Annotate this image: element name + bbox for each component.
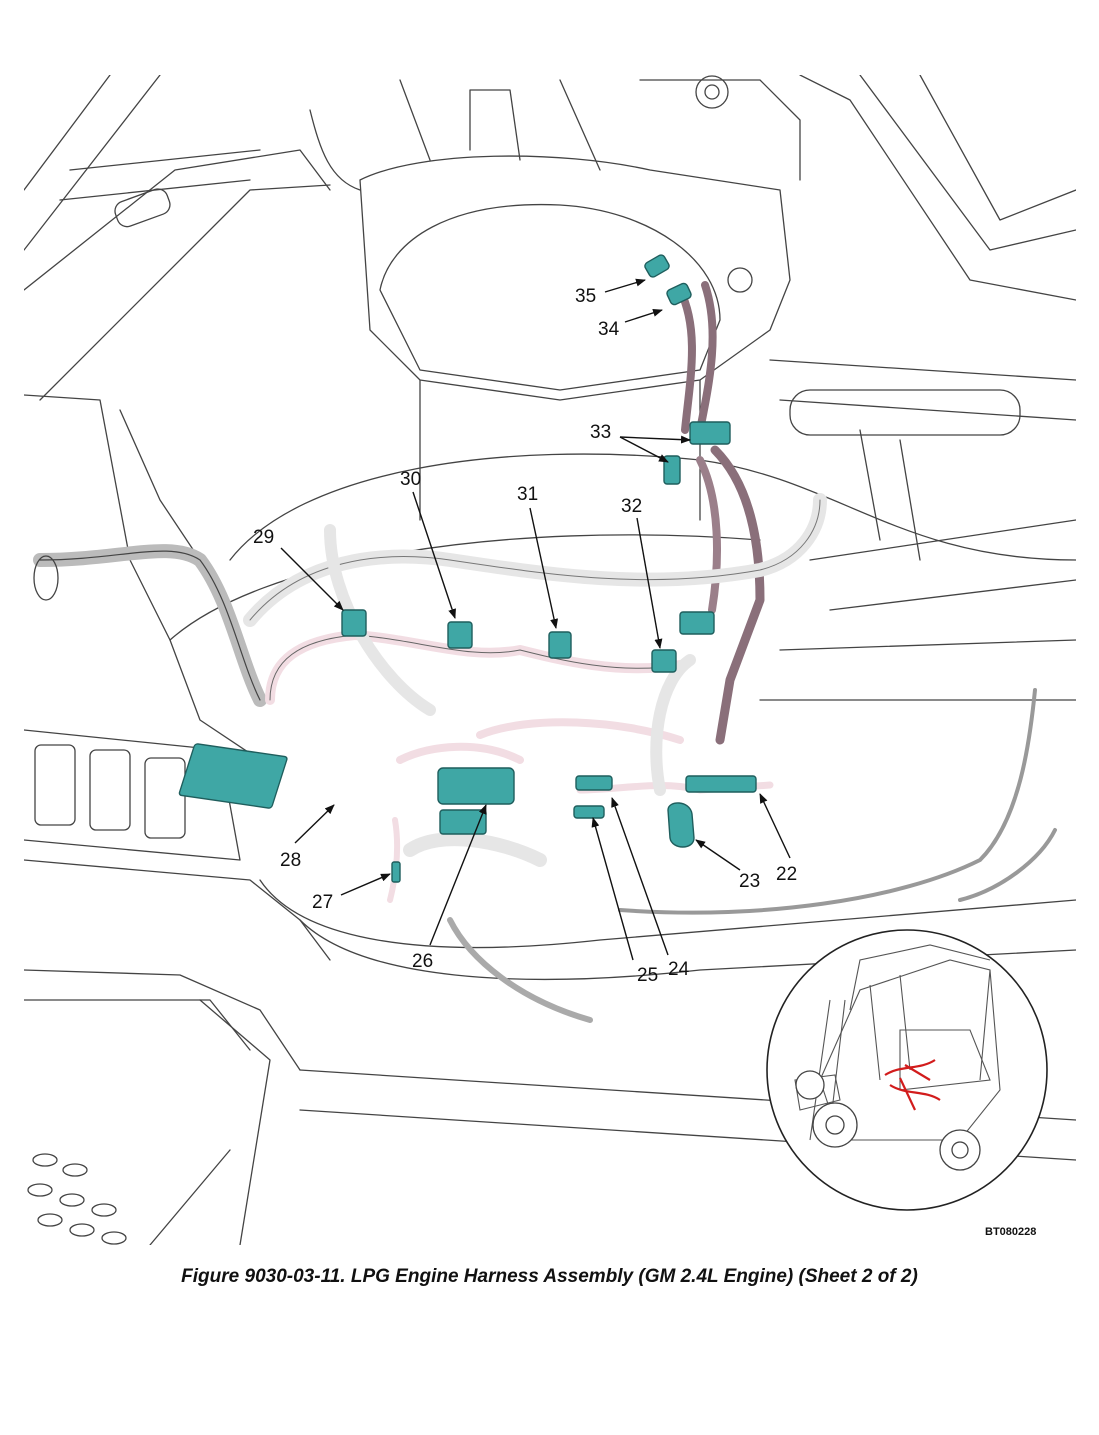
leader-lines (280, 278, 791, 961)
callout-33: 33 (590, 422, 611, 443)
callout-23: 23 (739, 871, 760, 892)
connector-34 (666, 282, 692, 306)
connector-28-module (178, 743, 288, 809)
wire-harness (265, 281, 774, 903)
connector-22 (685, 775, 757, 793)
connector-27 (391, 861, 401, 883)
inset-wheels (795, 1070, 981, 1171)
connector-33a (663, 455, 681, 485)
drawing-id: BT080228 (985, 1226, 1037, 1238)
harness-diagram: 35 34 33 30 31 32 29 28 27 26 25 24 23 2… (24, 75, 1076, 1245)
callout-22: 22 (776, 864, 797, 885)
callout-labels: 35 34 33 30 31 32 29 28 27 26 25 24 23 2… (253, 286, 797, 986)
connector-26-relay (437, 767, 515, 805)
callout-32: 32 (621, 496, 642, 517)
callout-31: 31 (517, 484, 538, 505)
connector-30 (447, 621, 473, 649)
tread-plate (27, 1153, 127, 1245)
connector-23 (667, 802, 695, 848)
connector-29 (341, 609, 367, 637)
connector-32 (651, 649, 677, 673)
callout-25: 25 (637, 965, 658, 986)
truck-body-line-art (24, 75, 1076, 1245)
connector-33b (689, 421, 731, 445)
inset-overview (766, 929, 1048, 1211)
callout-26: 26 (412, 951, 433, 972)
callout-28: 28 (280, 850, 301, 871)
callout-29: 29 (253, 527, 274, 548)
callout-35: 35 (575, 286, 596, 307)
callout-27: 27 (312, 892, 333, 913)
connector-26-block (439, 809, 487, 835)
connector-25 (573, 805, 605, 819)
callout-30: 30 (400, 469, 421, 490)
connector-35 (644, 254, 670, 278)
connectors (178, 254, 757, 883)
connector-31 (548, 631, 572, 659)
callout-24: 24 (668, 959, 690, 980)
figure-frame: 35 34 33 30 31 32 29 28 27 26 25 24 23 2… (24, 75, 1076, 1245)
connector-right-upper (679, 611, 715, 635)
connector-24 (575, 775, 613, 791)
callout-34: 34 (598, 319, 620, 340)
figure-caption: Figure 9030-03-11. LPG Engine Harness As… (181, 1266, 918, 1287)
inset-harness-highlight (884, 1059, 941, 1111)
